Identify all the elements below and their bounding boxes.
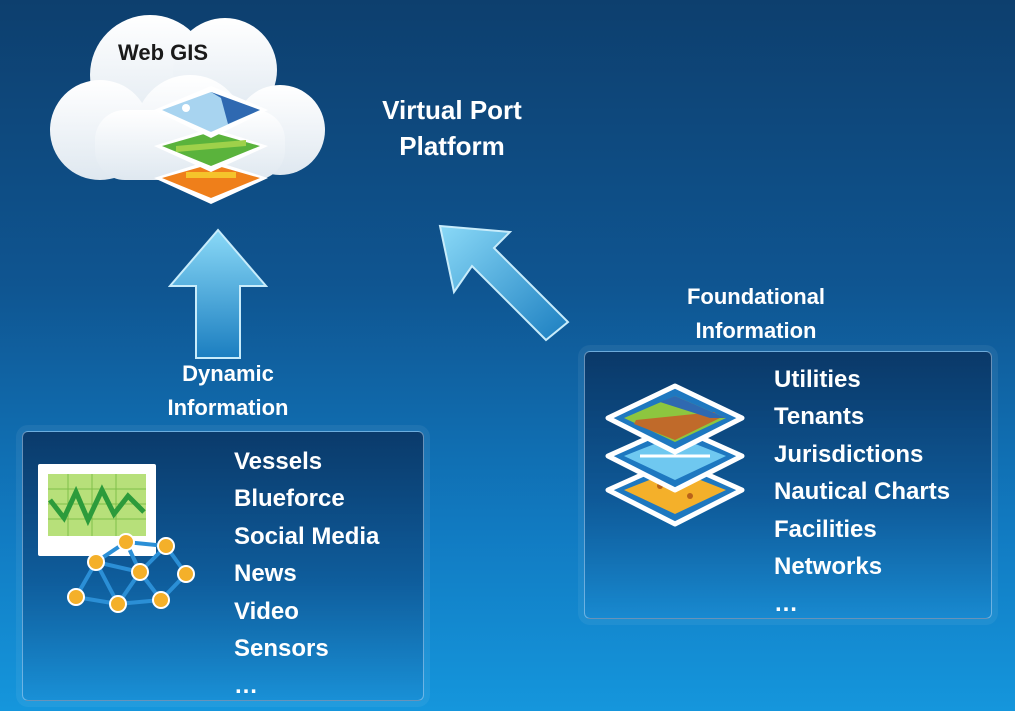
platform-title-line2: Platform	[399, 131, 505, 161]
list-item: Tenants	[774, 403, 865, 431]
list-item: Sensors	[234, 635, 329, 663]
list-item: Jurisdictions	[774, 440, 924, 468]
list-item: Blueforce	[234, 485, 345, 513]
foundational-label: Foundational Information	[656, 280, 856, 348]
list-item: Networks	[774, 553, 883, 581]
list-item: Social Media	[234, 522, 380, 550]
list-item: Nautical Charts	[774, 478, 951, 506]
dynamic-list: Vessels Blueforce Social Media News Vide…	[234, 443, 379, 705]
cloud-title: Web GIS	[118, 40, 209, 65]
monitor-network-icon	[38, 464, 195, 613]
map-layers-icon	[605, 383, 745, 527]
list-item: Video	[234, 597, 299, 625]
list-item: …	[234, 672, 258, 700]
list-item: …	[774, 590, 798, 618]
dynamic-label: Dynamic Information	[128, 357, 328, 425]
list-item: News	[234, 560, 297, 588]
layered-map-icon	[154, 86, 268, 204]
platform-title: Virtual Port Platform	[352, 92, 552, 164]
foundational-label-line2: Information	[695, 318, 817, 343]
up-arrow	[168, 228, 268, 359]
dynamic-label-line1: Dynamic	[182, 361, 274, 386]
diagonal-arrow	[438, 224, 570, 342]
platform-title-line1: Virtual Port	[382, 95, 522, 125]
foundational-label-line1: Foundational	[686, 284, 826, 309]
list-item: Facilities	[774, 515, 877, 543]
dynamic-label-line2: Information	[167, 395, 289, 420]
list-item: Vessels	[234, 448, 323, 475]
list-item: Utilities	[774, 366, 861, 393]
foundational-list: Utilities Tenants Jurisdictions Nautical…	[774, 361, 950, 623]
